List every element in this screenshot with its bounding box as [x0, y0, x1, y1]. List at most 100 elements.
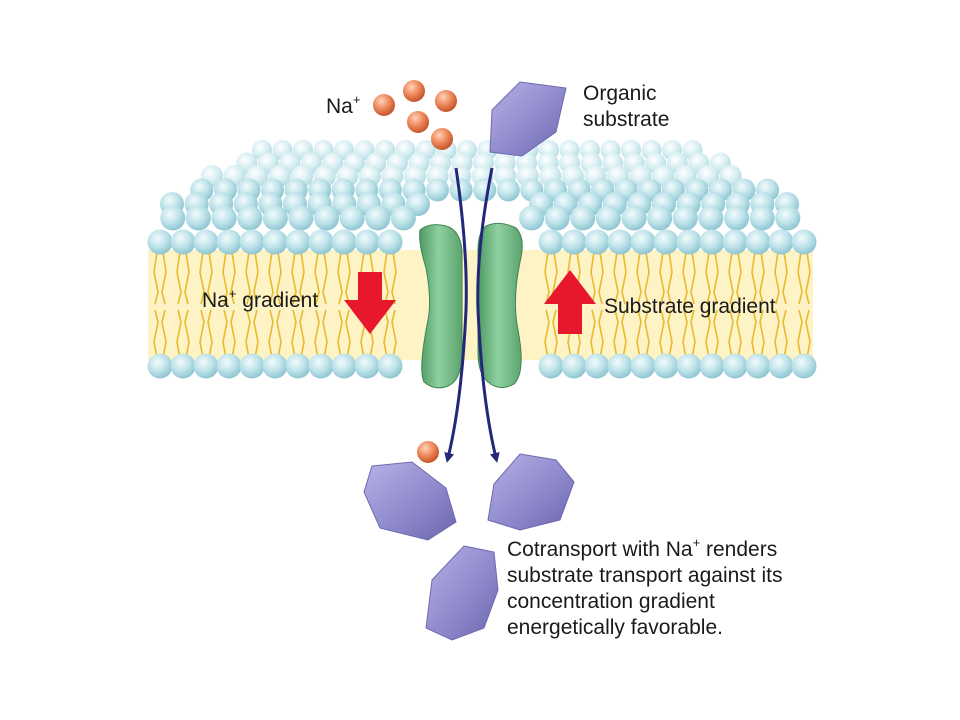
phospholipid-head	[331, 229, 357, 255]
lipid-tail	[253, 309, 259, 359]
lipid-tail	[544, 251, 550, 305]
phospholipid-head	[239, 353, 265, 379]
phospholipid-head	[630, 353, 656, 379]
phospholipid-head	[722, 353, 748, 379]
phospholipid-head	[561, 229, 587, 255]
phospholipid-head	[262, 205, 288, 231]
phospholipid-head	[449, 178, 473, 202]
caption: Cotransport with Na+ renders substrate t…	[507, 535, 788, 639]
phospholipid-head	[724, 205, 750, 231]
lipid-tail	[682, 251, 688, 305]
phospholipid-head	[775, 205, 801, 231]
phospholipid-head	[308, 353, 334, 379]
lipid-tail	[299, 251, 305, 305]
substrate-gradient-arrow	[544, 270, 596, 334]
sodium-ion	[431, 128, 453, 150]
phospholipid-head	[496, 178, 520, 202]
lipid-tail	[383, 309, 389, 359]
lipid-tail	[713, 309, 719, 359]
lipid-tail	[184, 309, 190, 359]
sodium-ion	[435, 90, 457, 112]
phospholipid-head	[262, 353, 288, 379]
phospholipid-head	[473, 178, 497, 202]
lipid-tail	[667, 309, 673, 359]
phospholipid-head	[653, 229, 679, 255]
phospholipid-head	[239, 229, 265, 255]
lipid-tail	[782, 251, 788, 305]
phospholipid-head	[745, 353, 771, 379]
lipid-tail	[728, 309, 734, 359]
lipid-tail	[222, 251, 228, 305]
phospholipid-head	[698, 205, 724, 231]
lipid-tail	[291, 309, 297, 359]
organic-substrate-inside	[487, 453, 575, 531]
organic-substrate-inside	[425, 545, 499, 641]
phospholipid-head	[672, 205, 698, 231]
phospholipid-head	[676, 229, 702, 255]
phospholipid-head	[607, 353, 633, 379]
lipid-tail	[314, 251, 320, 305]
lipid-tail	[590, 251, 596, 305]
organic-substrate-inside	[363, 461, 457, 541]
lipid-tail	[245, 251, 251, 305]
inner-leaflet-heads	[147, 353, 817, 379]
lipid-tail	[690, 251, 696, 305]
lipid-tail	[736, 309, 742, 359]
lipid-tail	[774, 309, 780, 359]
lipid-tail	[613, 309, 619, 359]
phospholipid-head	[426, 178, 449, 202]
lipid-tail	[613, 251, 619, 305]
lipid-tail	[153, 251, 159, 305]
lipid-tail	[782, 309, 788, 359]
lipid-tail	[337, 309, 343, 359]
lipid-tail	[299, 309, 305, 359]
lipid-tail	[644, 309, 650, 359]
lipid-tail	[391, 251, 397, 305]
lipid-tail	[161, 251, 167, 305]
phospholipid-head	[331, 353, 357, 379]
lipid-tail	[544, 309, 550, 359]
phospholipid-head	[308, 229, 334, 255]
lipid-tail	[268, 251, 274, 305]
lipid-tail	[153, 309, 159, 359]
lipid-tail	[207, 309, 213, 359]
phospholipid-head	[768, 229, 794, 255]
lipid-tail	[751, 251, 757, 305]
phospholipid-head	[561, 353, 587, 379]
phospholipid-head	[390, 205, 416, 231]
lipid-tail	[797, 251, 803, 305]
lipid-tail	[552, 309, 558, 359]
phospholipid-head	[584, 229, 610, 255]
phospholipid-head	[538, 229, 564, 255]
phospholipid-head	[170, 353, 196, 379]
lipid-tail	[805, 309, 811, 359]
phospholipid-head	[193, 353, 219, 379]
lipid-tail	[690, 309, 696, 359]
cotransporter-protein	[419, 222, 523, 389]
lipid-tail	[345, 251, 351, 305]
phospholipid-head	[647, 205, 673, 231]
sodium-ion	[407, 111, 429, 133]
phospholipid-head	[699, 229, 725, 255]
lipid-tail	[314, 309, 320, 359]
phospholipid-head	[216, 353, 242, 379]
lipid-tail	[705, 309, 711, 359]
lipid-tail	[590, 309, 596, 359]
phospholipid-head	[621, 205, 647, 231]
phospholipid-head	[607, 229, 633, 255]
phospholipid-head	[595, 205, 621, 231]
lipid-tail	[797, 309, 803, 359]
lipid-tail	[644, 251, 650, 305]
lipid-tail	[276, 309, 282, 359]
phospholipid-head	[749, 205, 775, 231]
phospholipid-head	[570, 205, 596, 231]
lipid-tail	[636, 251, 642, 305]
phospholipid-head	[365, 205, 391, 231]
lipid-tail	[805, 251, 811, 305]
lipid-tail	[199, 309, 205, 359]
lipid-tail	[230, 309, 236, 359]
na-ion-label: Na+	[326, 92, 360, 118]
lipid-tail	[751, 309, 757, 359]
phospholipid-head	[160, 205, 186, 231]
